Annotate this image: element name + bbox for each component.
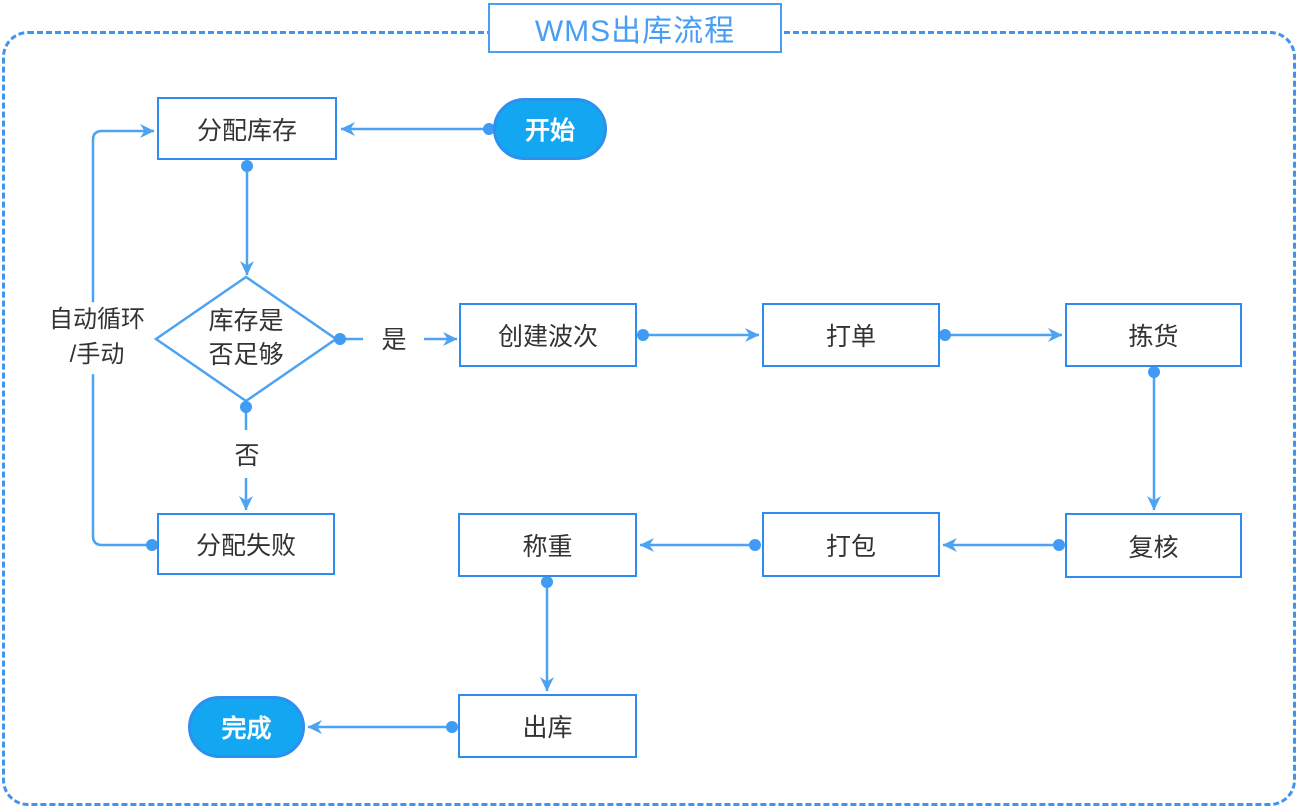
node-weighing-label: 称重	[522, 533, 573, 561]
node-weighing: 称重	[458, 513, 637, 577]
edge-label-auto-loop: 自动循环 /手动	[44, 302, 150, 374]
node-recheck-label: 复核	[1128, 533, 1179, 562]
edge-label-auto-loop-line2: /手动	[69, 341, 125, 368]
node-packing: 打包	[762, 512, 940, 577]
node-recheck: 复核	[1065, 513, 1242, 578]
node-packing-label: 打包	[825, 532, 876, 561]
edge-label-no: 否	[229, 436, 265, 476]
node-create-wave: 创建波次	[459, 303, 637, 367]
edge-origin-dot	[334, 333, 346, 345]
edge-label-yes: 是	[376, 320, 412, 360]
node-start-label: 开始	[524, 117, 575, 145]
edge-origin-dot	[541, 576, 553, 588]
node-create-wave-label: 创建波次	[497, 323, 598, 351]
node-allocate-inventory-label: 分配库存	[196, 116, 297, 145]
edge-origin-dot	[1053, 539, 1065, 551]
edge-origin-dot	[241, 160, 253, 172]
edge-label-auto-loop-line1: 自动循环	[49, 306, 145, 334]
node-outbound: 出库	[458, 694, 637, 758]
node-done: 完成	[188, 696, 305, 758]
edge-origin-dot	[240, 401, 252, 413]
diagram-title-text: WMS出库流程	[534, 15, 736, 48]
edge-origin-dot	[749, 539, 761, 551]
node-allocation-failed-label: 分配失败	[195, 532, 296, 560]
edge-origin-dot	[1148, 366, 1160, 378]
node-print-order: 打单	[762, 303, 940, 367]
node-picking: 拣货	[1065, 303, 1242, 367]
decision-label-line2: 否足够	[208, 341, 284, 369]
node-outbound-label: 出库	[522, 714, 573, 742]
node-allocate-inventory: 分配库存	[157, 97, 337, 160]
node-start: 开始	[493, 98, 607, 160]
edge-origin-dot	[939, 329, 951, 341]
node-print-order-label: 打单	[825, 323, 876, 351]
decision-label-line1: 库存是	[208, 307, 284, 336]
node-picking-label: 拣货	[1128, 323, 1179, 351]
node-allocation-failed: 分配失败	[157, 513, 335, 575]
edge-origin-dot	[483, 123, 495, 135]
edge-origin-dot	[637, 329, 649, 341]
node-done-label: 完成	[221, 715, 272, 743]
edge-origin-dot	[146, 539, 158, 551]
edge-origin-dot	[446, 721, 458, 733]
diagram-title: WMS出库流程	[488, 3, 782, 53]
node-inventory-check-decision: 库存是 否足够	[156, 277, 336, 401]
